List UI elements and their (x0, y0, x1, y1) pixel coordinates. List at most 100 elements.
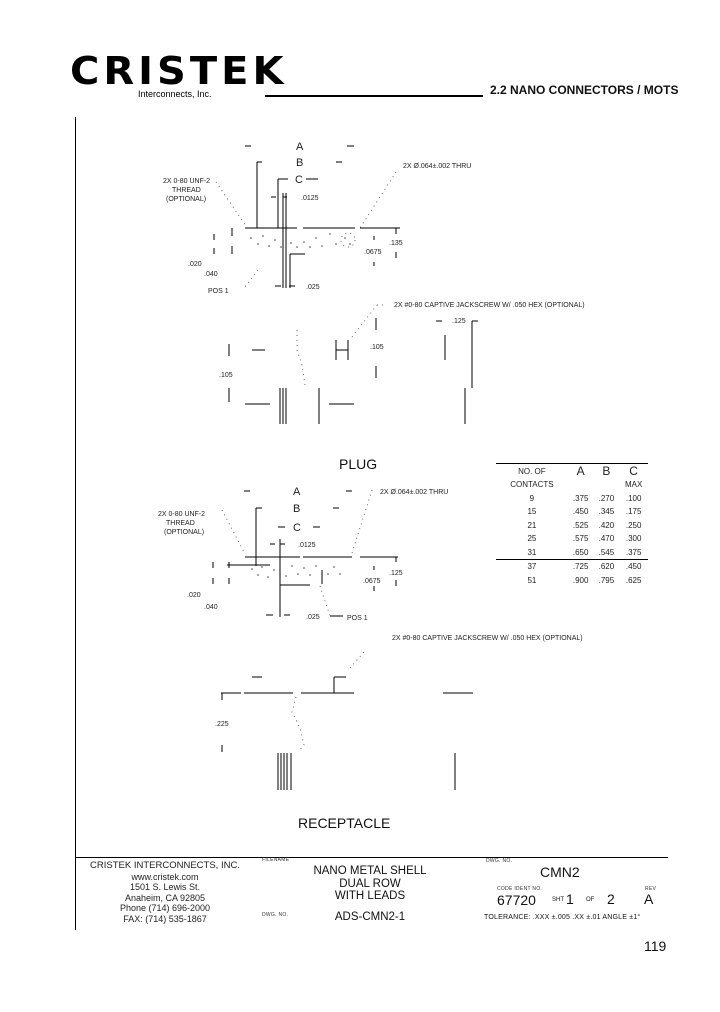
cell-a: .725 (567, 559, 594, 574)
table-row: 51 .900 .795 .625 (496, 574, 648, 588)
col-header-contacts-2: CONTACTS (510, 480, 554, 490)
logo-wordmark: CRISTEK (70, 50, 288, 94)
sheet-label: SHT (552, 897, 564, 903)
cell-b: .270 (598, 493, 615, 503)
receptacle-pitch-label: .0125 (298, 542, 316, 549)
receptacle-view-title: RECEPTACLE (298, 815, 390, 831)
cell-a: .525 (572, 520, 589, 530)
receptacle-height2-label: .125 (389, 570, 403, 577)
cell-c: .175 (625, 507, 642, 517)
plug-thread-callout-2: THREAD (172, 187, 201, 194)
cell-a: .575 (572, 534, 589, 544)
header-rule (265, 95, 483, 97)
cell-contacts: 9 (529, 493, 535, 503)
cell-contacts: 21 (527, 520, 537, 530)
table-row: 37 .725 .620 .450 (496, 559, 648, 574)
receptacle-side-height-label: .225 (215, 721, 229, 728)
receptacle-row1-label: .020 (187, 592, 201, 599)
table-row: 31 .650 .545 .375 (496, 546, 648, 560)
company-info: CRISTEK INTERCONNECTS, INC. www.cristek.… (80, 860, 250, 924)
plug-lead-width-label: .025 (306, 284, 320, 291)
company-address-2: Anaheim, CA 92805 (124, 892, 206, 903)
plug-pos-label: POS 1 (208, 288, 229, 295)
receptacle-dim-b-label: B (293, 503, 300, 515)
cell-b: .345 (598, 507, 615, 517)
table-row: 9 .375 .270 .100 (496, 492, 648, 506)
plug-dim-c-label: C (295, 174, 303, 186)
company-phone: Phone (714) 696-2000 (119, 903, 211, 913)
cell-contacts: 15 (527, 507, 537, 517)
tolerance-note: TOLERANCE: .XXX ±.005 .XX ±.01 ANGLE ±1° (484, 914, 641, 921)
cell-b: .620 (593, 559, 620, 574)
plug-thread-callout-3: (OPTIONAL) (166, 196, 206, 203)
filename-label: FILENAME (262, 857, 290, 863)
page-number: 119 (644, 938, 667, 954)
cell-b: .795 (598, 575, 615, 585)
plug-side-height-label: .105 (370, 344, 384, 351)
cell-a: .650 (572, 547, 589, 557)
cell-a: .450 (572, 507, 589, 517)
dwg-no-value-left: ADS-CMN2-1 (334, 911, 406, 923)
cell-contacts: 25 (527, 534, 537, 544)
rev-label: REV (645, 886, 657, 892)
plug-height2-label: .135 (389, 240, 403, 247)
plug-row1-label: .020 (188, 261, 202, 268)
table-top-rule (496, 463, 648, 464)
title-block-top-rule (75, 857, 668, 858)
dwg-no-label-right: DWG. NO. (486, 858, 513, 864)
cell-c: .625 (625, 575, 642, 585)
cristek-logo: CRISTEK Interconnects, Inc. (70, 50, 283, 102)
plug-thread-callout-1: 2X 0-80 UNF-2 (163, 178, 210, 185)
sheet-number: 1 (566, 891, 574, 907)
cell-b: .470 (598, 534, 615, 544)
plug-row2-label: .040 (204, 271, 218, 278)
description-line-3: WITH LEADS (334, 890, 406, 902)
company-name: CRISTEK INTERCONNECTS, INC. (90, 860, 240, 871)
receptacle-dim-c-label: C (293, 522, 301, 534)
drawing-description: NANO METAL SHELL DUAL ROW WITH LEADS (300, 865, 440, 903)
cell-contacts: 31 (527, 547, 537, 557)
contacts-dimension-table: NO. OF A B C CONTACTS MAX 9 .375 .270 .1… (496, 463, 648, 587)
plug-jackscrew-callout: 2X #0-80 CAPTIVE JACKSCREW W/ .050 HEX (… (394, 302, 585, 309)
table-row: 15 .450 .345 .175 (496, 505, 648, 519)
col-header-contacts: NO. OF (518, 466, 546, 476)
of-label: OF (586, 897, 595, 903)
plug-dim-b-label: B (296, 157, 303, 169)
description-line-1: NANO METAL SHELL (313, 865, 427, 877)
table-header-row-2: CONTACTS MAX (496, 478, 648, 492)
sheet-total: 2 (607, 891, 615, 907)
table-row: 25 .575 .470 .300 (496, 532, 648, 546)
receptacle-pos-label: POS 1 (347, 615, 368, 622)
cell-a: .375 (572, 493, 589, 503)
section-title: 2.2 NANO CONNECTORS / MOTS (490, 83, 679, 97)
receptacle-thread-callout-1: 2X 0-80 UNF-2 (158, 511, 205, 518)
cell-a: .900 (572, 575, 589, 585)
plug-side-height2-label: .105 (219, 372, 233, 379)
cell-contacts: 51 (527, 575, 537, 585)
receptacle-lead-width-label: .025 (306, 614, 320, 621)
plug-dim-a-label: A (296, 141, 304, 153)
company-fax: FAX: (714) 535-1867 (123, 913, 207, 924)
cell-b: .420 (598, 520, 615, 530)
col-header-c-note: MAX (624, 480, 643, 490)
cell-c: .250 (625, 520, 642, 530)
cell-c: .300 (625, 534, 642, 544)
receptacle-thread-callout-2: THREAD (166, 520, 195, 527)
cell-c: .100 (625, 493, 642, 503)
description-line-2: DUAL ROW (339, 877, 401, 890)
dwg-no-value-right: CMN2 (540, 864, 580, 880)
plug-hole-callout: 2X Ø.064±.002 THRU (403, 163, 471, 170)
col-header-a: A (576, 464, 585, 478)
code-ident-value: 67720 (497, 892, 536, 908)
plug-view-title: PLUG (339, 456, 377, 472)
cell-c: .375 (625, 547, 642, 557)
receptacle-dim-a-label: A (293, 486, 301, 498)
receptacle-thread-callout-3: (OPTIONAL) (164, 529, 204, 536)
plug-height1-label: .0675 (364, 249, 382, 256)
cell-contacts: 37 (496, 559, 568, 574)
plug-pitch-label: .0125 (301, 195, 319, 202)
receptacle-jackscrew-callout: 2X #0-80 CAPTIVE JACKSCREW W/ .050 HEX (… (392, 635, 583, 642)
code-ident-label: CODE IDENT NO. (497, 886, 543, 892)
receptacle-hole-callout: 2X Ø.064±.002 THRU (380, 489, 448, 496)
